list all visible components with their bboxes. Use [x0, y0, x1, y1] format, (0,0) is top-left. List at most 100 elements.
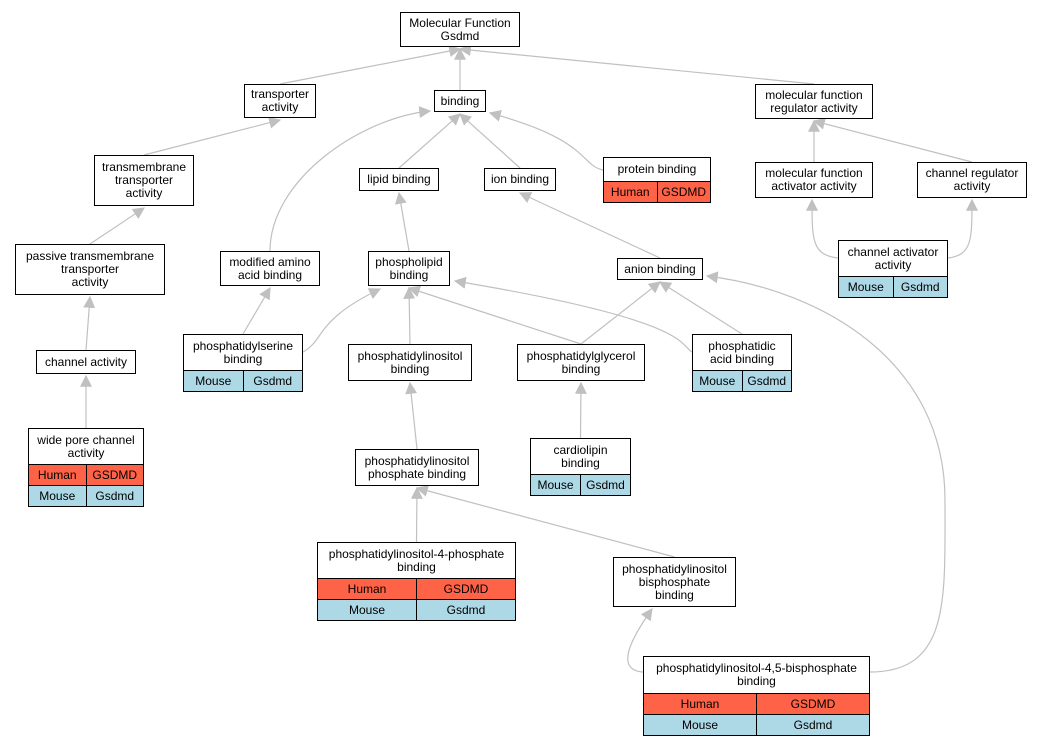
go-term-modaa[interactable]: modified amino acid binding	[220, 251, 320, 286]
go-term-label: phosphatidylinositol-4-phosphate binding	[328, 546, 505, 574]
go-term-pg[interactable]: phosphatidylglycerol binding	[517, 344, 645, 381]
edge-ps-to-modaa	[242, 286, 271, 335]
species-cell: Mouse	[348, 603, 386, 617]
go-term-label: phospholipid binding	[375, 254, 443, 282]
gene-cell: GSDMD	[656, 182, 711, 202]
gene-cell: Gsdmd	[580, 475, 630, 495]
go-term-label: Molecular Function Gsdmd	[409, 15, 511, 43]
go-term-tmt[interactable]: transmembrane transporter activity	[94, 155, 194, 206]
edge-phospholipid-to-lipid	[394, 191, 410, 252]
go-term-lipid[interactable]: lipid binding	[359, 168, 439, 191]
go-term-label: channel activator activity	[847, 244, 939, 272]
go-term-ptmt[interactable]: passive transmembrane transporter activi…	[15, 244, 165, 295]
go-term-label: phosphatidylglycerol binding	[526, 348, 636, 376]
gene-cell: Gsdmd	[892, 277, 948, 297]
go-term-label: anion binding	[624, 261, 696, 276]
edge-lipid-to-binding	[398, 113, 461, 169]
go-term-label: phosphatidylinositol bisphosphate bindin…	[622, 561, 727, 602]
edge-pi4p-to-pip	[410, 486, 423, 543]
edge-pip-to-pi	[405, 381, 418, 450]
edge-pa-to-anion	[658, 281, 743, 335]
mouse-annotation-row: Mouse Gsdmd	[531, 474, 630, 495]
edge-chact-to-mfact	[806, 198, 839, 259]
go-term-ion[interactable]: ion binding	[484, 168, 556, 191]
go-term-anion[interactable]: anion binding	[617, 258, 703, 280]
go-term-pi4p[interactable]: phosphatidylinositol-4-phosphate binding…	[317, 542, 516, 621]
go-term-phospholipid[interactable]: phospholipid binding	[368, 251, 450, 286]
go-term-channel[interactable]: channel activity	[36, 350, 136, 374]
go-term-pi[interactable]: phosphatidylinositol binding	[348, 344, 472, 381]
go-term-label: phosphatidylinositol-4,5-bisphosphate bi…	[656, 661, 857, 688]
go-term-chreg[interactable]: channel regulator activity	[917, 162, 1027, 198]
edge-pg-to-phospholipid	[407, 285, 582, 345]
go-term-label: channel regulator activity	[925, 166, 1019, 193]
edge-pa-to-phospholipid	[453, 276, 693, 353]
gene-cell: GSDMD	[85, 465, 144, 485]
edge-chreg-to-mfreg	[812, 117, 973, 163]
go-term-label: wide pore channel activity	[37, 432, 135, 460]
go-term-label: binding	[440, 93, 480, 108]
edge-ps-to-phospholipid	[302, 288, 382, 353]
go-term-transporter[interactable]: transporter activity	[244, 84, 316, 118]
species-cell: Mouse	[847, 280, 884, 294]
species-cell: Human	[610, 185, 650, 199]
edge-tmt-to-transporter	[143, 116, 282, 156]
go-term-label: molecular function activator activity	[765, 166, 863, 193]
edge-chact-to-chreg	[947, 198, 978, 259]
species-cell: Mouse	[39, 489, 76, 503]
human-annotation-row: Human GSDMD	[644, 693, 869, 714]
go-term-binding[interactable]: binding	[434, 90, 486, 112]
gene-cell: GSDMD	[756, 694, 869, 714]
gene-cell: Gsdmd	[741, 371, 792, 391]
species-cell: Human	[680, 697, 720, 711]
go-term-mfact[interactable]: molecular function activator activity	[755, 162, 873, 198]
go-term-label: channel activity	[44, 354, 128, 369]
human-annotation-row: Human GSDMD	[318, 578, 515, 599]
go-term-label: transmembrane transporter activity	[101, 160, 187, 200]
edge-pi45-to-pibp	[627, 608, 653, 673]
human-annotation-row: Human GSDMD	[604, 181, 710, 202]
go-term-label: phosphatidylinositol phosphate binding	[364, 453, 470, 481]
species-cell: Human	[347, 582, 387, 596]
edge-ptmt-to-tmt	[89, 207, 145, 245]
go-term-pip[interactable]: phosphatidylinositol phosphate binding	[355, 449, 479, 486]
go-term-label: passive transmembrane transporter activi…	[25, 249, 155, 289]
species-cell: Mouse	[537, 478, 574, 492]
edge-channel-to-ptmt	[83, 295, 96, 351]
edge-cardio-to-pg	[574, 381, 587, 439]
go-term-label: phosphatidylinositol binding	[357, 348, 463, 376]
species-cell: Mouse	[195, 374, 232, 388]
go-term-label: lipid binding	[367, 172, 431, 186]
human-annotation-row: Human GSDMD	[29, 464, 143, 485]
edge-transporter-to-mf	[279, 45, 462, 85]
edge-pi-to-phospholipid	[403, 286, 416, 345]
edge-ion-to-binding	[459, 113, 521, 169]
go-term-label: transporter activity	[250, 87, 310, 114]
go-term-mf[interactable]: Molecular Function Gsdmd	[400, 12, 520, 47]
gene-cell: Gsdmd	[242, 371, 303, 391]
go-term-pi45[interactable]: phosphatidylinositol-4,5-bisphosphate bi…	[643, 656, 870, 736]
go-term-label: protein binding	[617, 162, 697, 176]
gene-cell: GSDMD	[416, 579, 515, 599]
go-term-pibp[interactable]: phosphatidylinositol bisphosphate bindin…	[613, 557, 736, 607]
edge-pibp-to-pip	[415, 484, 675, 558]
go-term-label: ion binding	[490, 172, 550, 186]
mouse-annotation-row: Mouse Gsdmd	[839, 276, 947, 297]
mouse-annotation-row: Mouse Gsdmd	[644, 714, 869, 735]
mouse-annotation-row: Mouse Gsdmd	[184, 370, 302, 391]
species-cell: Mouse	[681, 718, 719, 732]
species-cell: Human	[37, 468, 77, 482]
go-term-mfreg[interactable]: molecular function regulator activity	[755, 84, 873, 119]
edge-pg-to-anion	[580, 281, 661, 345]
gene-cell: Gsdmd	[756, 715, 869, 735]
